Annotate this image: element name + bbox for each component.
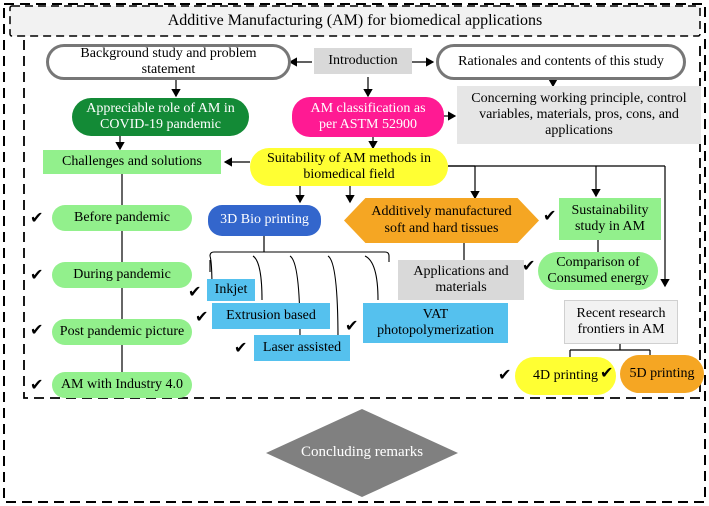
check-icon: ✔: [543, 206, 557, 225]
pandemic-item: AM with Industry 4.0: [52, 372, 192, 398]
check-icon: ✔: [30, 208, 44, 227]
pandemic-item: Before pandemic: [52, 205, 192, 231]
check-icon: ✔: [234, 338, 248, 357]
frontiers-box: Recent research frontiers in AM: [564, 300, 678, 344]
check-icon: ✔: [30, 265, 44, 284]
check-icon: ✔: [345, 316, 359, 335]
concerning-box: Concerning working principle, control va…: [457, 86, 701, 144]
sustainability-box: Sustainability study in AM: [559, 198, 661, 240]
print5d-box: 5D printing: [620, 355, 704, 393]
conclusion-label: Concluding remarks: [300, 444, 424, 461]
background-box: Background study and problem statement: [46, 44, 291, 80]
check-icon: ✔: [30, 320, 44, 339]
bioprinting-box: 3D Bio printing: [208, 205, 321, 236]
conclusion-diamond: [266, 409, 458, 497]
suitability-box: Suitability of AM methods in biomedical …: [250, 148, 448, 186]
check-icon: ✔: [600, 363, 614, 382]
check-icon: ✔: [195, 307, 209, 326]
introduction-box: Introduction: [314, 48, 412, 74]
check-icon: ✔: [30, 375, 44, 394]
vat-box: VAT photopolymerization: [363, 303, 508, 343]
check-icon: ✔: [498, 365, 512, 384]
inkjet-box: Inkjet: [207, 279, 255, 301]
page-title: Additive Manufacturing (AM) for biomedic…: [167, 11, 543, 29]
print4d-box: 4D printing: [515, 357, 616, 395]
tissues-box: Additively manufactured soft and hard ti…: [344, 198, 539, 243]
applications-box: Applications and materials: [398, 260, 524, 300]
challenges-box: Challenges and solutions: [43, 150, 221, 174]
rationales-box: Rationales and contents of this study: [436, 44, 686, 80]
check-icon: ✔: [188, 282, 202, 301]
covid-box: Appreciable role of AM in COVID-19 pande…: [72, 98, 249, 136]
pandemic-item: Post pandemic picture: [52, 319, 192, 345]
pandemic-item: During pandemic: [52, 262, 192, 288]
laser-box: Laser assisted: [254, 335, 350, 361]
check-icon: ✔: [522, 256, 536, 275]
energy-box: Comparison of Consumed energy: [538, 252, 658, 290]
extrusion-box: Extrusion based: [212, 303, 330, 329]
classification-box: AM classification as per ASTM 52900: [292, 97, 444, 137]
